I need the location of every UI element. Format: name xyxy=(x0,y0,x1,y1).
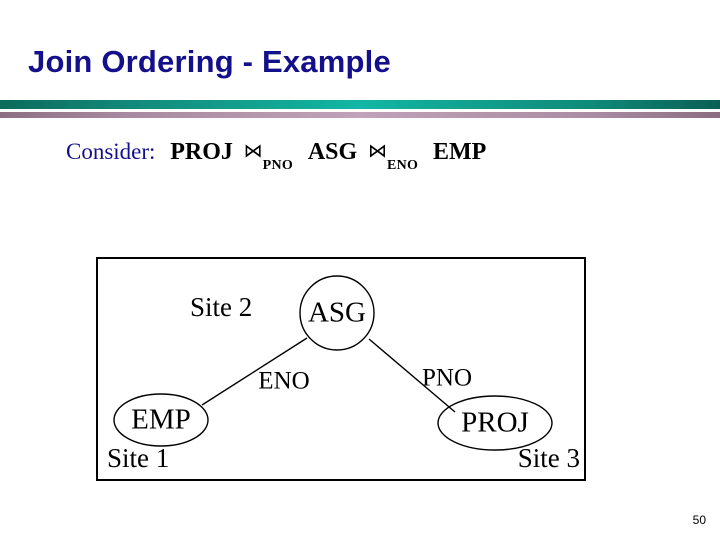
divider-bar-mauve xyxy=(0,112,720,118)
node-proj-shape[interactable] xyxy=(437,395,553,451)
join-symbol-icon: ⋈ xyxy=(243,141,263,162)
divider-bar-gap xyxy=(0,109,720,112)
page-title: Join Ordering - Example xyxy=(28,44,391,79)
join-graph-diagram: ASG EMP PROJ ENO PNO Site 2 Site 1 Site … xyxy=(96,257,586,481)
relation-asg: ASG xyxy=(307,139,358,165)
join-expression: Consider: PROJ ⋈PNO ASG ⋈ENO EMP xyxy=(66,139,487,172)
node-emp-shape[interactable] xyxy=(113,393,209,447)
join-symbol-icon-2: ⋈ xyxy=(367,141,387,162)
edge-asg-proj xyxy=(368,338,456,413)
node-asg-label: ASG xyxy=(308,297,366,329)
site-label-site-3: Site 3 xyxy=(518,443,580,473)
join-attribute-eno: ENO xyxy=(386,157,419,173)
site-label-site-2: Site 2 xyxy=(190,292,252,322)
title-divider xyxy=(0,100,720,120)
page-number: 50 xyxy=(692,513,706,527)
relation-proj: PROJ xyxy=(170,139,233,165)
join-attribute-pno: PNO xyxy=(262,157,294,173)
node-proj-label: PROJ xyxy=(461,407,529,439)
consider-label: Consider: xyxy=(66,139,156,164)
edge-emp-asg xyxy=(201,337,308,406)
node-emp-label: EMP xyxy=(131,404,191,436)
edge-label-eno: ENO xyxy=(258,368,309,395)
divider-bar-teal xyxy=(0,100,720,109)
site-label-site-1: Site 1 xyxy=(107,443,169,473)
relation-emp: EMP xyxy=(432,139,487,165)
edge-label-pno: PNO xyxy=(422,365,472,392)
node-asg-shape[interactable] xyxy=(299,275,375,351)
